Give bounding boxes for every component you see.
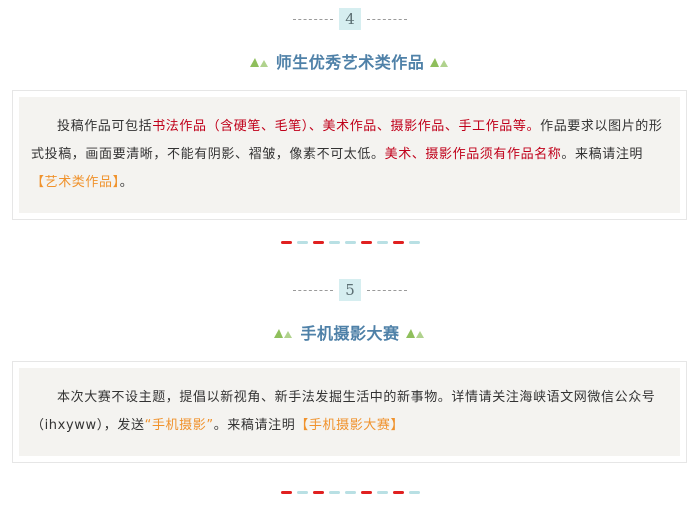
text-span: 投稿作品可包括 [57,119,153,134]
triangle-decoration-icon [274,329,293,338]
triangle-decoration-icon [249,58,268,67]
section-5: 5 手机摄影大赛 [0,278,700,347]
highlight-orange-text: 【手机摄影大赛】 [295,418,405,433]
highlight-red-text: 书法作品（含硬笔、毛笔）、美术作品、摄影作品、手工作品等。 [152,119,541,134]
section-4: 4 师生优秀艺术类作品 [0,7,700,76]
divider-dot [344,241,356,244]
divider-dot [360,241,372,244]
dashed-line [293,289,333,291]
dashed-line [367,289,407,291]
divider-dot [328,491,340,494]
dashed-line [367,18,407,20]
divider-dot [376,491,388,494]
divider-dot [280,491,292,494]
divider-dot [344,491,356,494]
divider-dot [408,241,420,244]
divider-dot [392,241,404,244]
divider-dot [408,491,420,494]
content-card-body: 投稿作品可包括书法作品（含硬笔、毛笔）、美术作品、摄影作品、手工作品等。作品要求… [19,97,680,213]
text-span: 本次大赛不设主题，提倡以新视角、新手法发掘生活中的新事物。详情请关注海峡语文网微… [31,390,656,433]
text-span: 。来稿请注明 [561,147,644,162]
divider-dot [296,241,308,244]
paragraph: 本次大赛不设主题，提倡以新视角、新手法发掘生活中的新事物。详情请关注海峡语文网微… [31,384,668,440]
paragraph: 投稿作品可包括书法作品（含硬笔、毛笔）、美术作品、摄影作品、手工作品等。作品要求… [31,113,668,197]
text-span: 。 [119,175,134,190]
section-number-badge: 4 [339,8,361,30]
divider-dot [296,491,308,494]
divider-dot [312,241,324,244]
text-span: 。来稿请注明 [213,418,296,433]
content-card: 本次大赛不设主题，提倡以新视角、新手法发掘生活中的新事物。详情请关注海峡语文网微… [12,361,687,463]
triangle-decoration-icon [430,58,449,67]
content-card: 投稿作品可包括书法作品（含硬笔、毛笔）、美术作品、摄影作品、手工作品等。作品要求… [12,90,687,220]
section-title: 手机摄影大赛 [300,324,400,343]
divider-dot [360,491,372,494]
dotted-divider [0,241,700,244]
text-span: 作品要求以图片的形式投稿，画面要清晰，不能有阴影、褶皱，像素不可太低。 [31,119,663,162]
divider-dot [392,491,404,494]
divider-dot [280,241,292,244]
highlight-red-text: 美术、摄影作品须有作品名称 [384,147,562,162]
content-card-body: 本次大赛不设主题，提倡以新视角、新手法发掘生活中的新事物。详情请关注海峡语文网微… [19,368,680,456]
dotted-divider [0,491,700,494]
section-number-row: 4 [0,7,700,31]
divider-dot [376,241,388,244]
section-title: 师生优秀艺术类作品 [275,53,425,72]
section-number-badge: 5 [339,279,361,301]
section-number-row: 5 [0,278,700,302]
dashed-line [293,18,333,20]
highlight-orange-text: “手机摄影” [144,418,214,433]
section-title-row: 师生优秀艺术类作品 [0,46,700,76]
section-title-row: 手机摄影大赛 [0,317,700,347]
highlight-orange-text: 【艺术类作品】 [31,175,120,190]
triangle-decoration-icon [405,329,424,338]
divider-dot [328,241,340,244]
divider-dot [312,491,324,494]
